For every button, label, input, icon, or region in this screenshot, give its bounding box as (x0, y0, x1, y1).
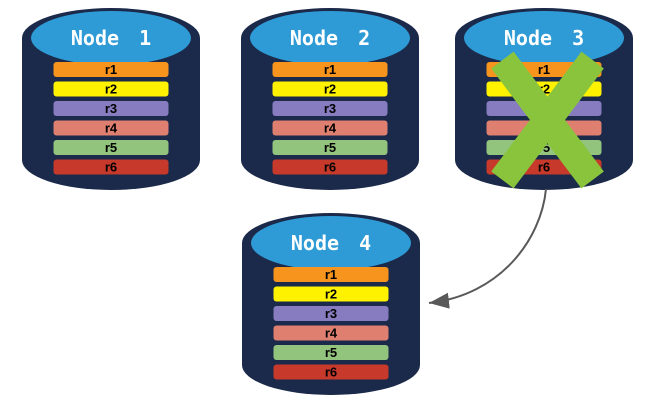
node-2-row-r2-label: r2 (324, 82, 336, 97)
node-2-row-r1 (272, 62, 388, 77)
node-4-row-r5-label: r5 (325, 345, 337, 360)
node-4-row-r1-label: r1 (325, 267, 337, 282)
node-4-row-r4 (273, 325, 389, 341)
node-4-row-r4-label: r4 (325, 326, 338, 341)
node-1: Node 1 r1 r2 r3 r4 r5 r6 (22, 8, 200, 190)
node-2-cylinder-top (250, 11, 410, 65)
node-2-row-r3 (272, 101, 388, 116)
node-2-row-r6-label: r6 (324, 160, 336, 175)
node-4-row-r6-label: r6 (325, 365, 337, 380)
node-1-row-r3 (53, 101, 169, 116)
node-4-row-r3 (273, 306, 389, 321)
node-1-row-r1-label: r1 (105, 62, 117, 77)
node-1-label: Node 1 (71, 26, 151, 50)
node-2-row-r1-label: r1 (324, 62, 336, 77)
node-2-row-r3-label: r3 (324, 101, 336, 116)
node-4-cylinder-top (251, 216, 411, 270)
failure-x-icon (491, 51, 604, 189)
node-2-row-r6 (272, 159, 388, 175)
node-2-row-r4-label: r4 (324, 121, 337, 136)
node-1-cylinder-top (31, 11, 191, 65)
node-1-row-r4 (53, 120, 169, 136)
replication-arrow (428, 188, 547, 309)
node-3-row-r6-label: r6 (538, 160, 550, 175)
node-2-label: Node 2 (290, 26, 370, 50)
node-4-row-r2 (273, 286, 389, 302)
node-2-row-r4 (272, 120, 388, 136)
node-1-row-r6-label: r6 (105, 160, 117, 175)
failure-x-bar-2 (491, 51, 604, 189)
node-3-cylinder-top (464, 11, 624, 65)
node-3-label: Node 3 (504, 26, 584, 50)
node-1-row-r6 (53, 159, 169, 175)
node-2-row-r2 (272, 81, 388, 97)
node-4-row-r5 (273, 345, 389, 360)
node-4-row-r6 (273, 364, 389, 380)
node-2: Node 2 r1 r2 r3 r4 r5 r6 (241, 8, 419, 190)
node-1-row-r1 (53, 62, 169, 77)
node-4: Node 4 r1 r2 r3 r4 r5 r6 (242, 213, 420, 395)
node-1-row-r4-label: r4 (105, 121, 118, 136)
node-4-row-r3-label: r3 (325, 306, 337, 321)
node-4-label: Node 4 (291, 231, 371, 255)
node-1-row-r5-label: r5 (105, 140, 117, 155)
node-3-row-r1-label: r1 (538, 62, 550, 77)
node-1-row-r2-label: r2 (105, 82, 117, 97)
node-2-row-r5 (272, 140, 388, 155)
node-4-row-r2-label: r2 (325, 287, 337, 302)
node-1-row-r3-label: r3 (105, 101, 117, 116)
node-4-row-r1 (273, 267, 389, 282)
node-2-row-r5-label: r5 (324, 140, 336, 155)
node-1-row-r5 (53, 140, 169, 155)
node-1-row-r2 (53, 81, 169, 97)
